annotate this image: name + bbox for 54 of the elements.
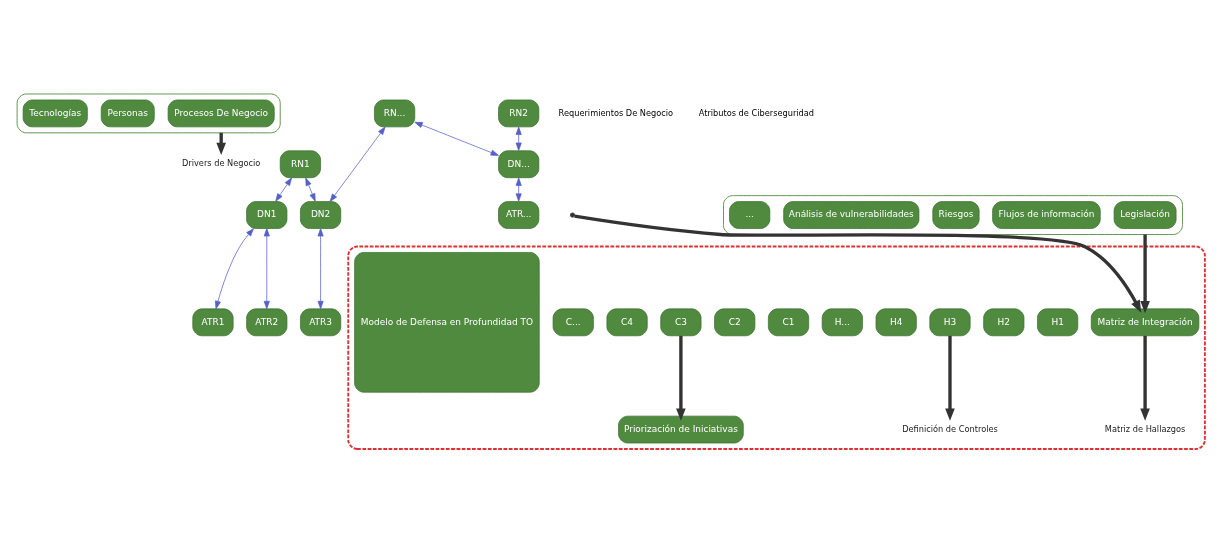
cluster (347, 245, 1206, 450)
node-box: H3 (929, 308, 971, 336)
node-box: Modelo de Defensa en Profundidad TO (354, 251, 540, 393)
node-box: ATR2 (246, 308, 288, 336)
node-box: Análisis de vulnerabilidades (783, 200, 920, 229)
node-box: C2 (714, 308, 756, 336)
node-box: RN2 (498, 99, 540, 127)
arrow (1131, 234, 1150, 313)
arrow (215, 227, 254, 309)
node-box: C1 (767, 308, 810, 336)
cluster (16, 93, 281, 133)
node-box: C3 (660, 308, 702, 336)
arrow (515, 126, 522, 151)
arrow (275, 177, 292, 202)
node-box: ATR1 (192, 308, 234, 336)
node-box: Flujos de información (992, 200, 1101, 229)
node-box: DN... (498, 149, 540, 178)
node-text: Matriz de Hallazgos (1104, 423, 1186, 434)
arrow (414, 121, 499, 156)
node-box: C4 (606, 308, 648, 336)
node-box: Matriz de Integración (1090, 308, 1200, 336)
node-box: H1 (1037, 308, 1079, 336)
node-box: Riesgos (932, 200, 980, 229)
arrow (515, 177, 522, 202)
node-box: C... (552, 308, 594, 336)
arrow (216, 132, 226, 155)
label: Atributos de Ciberseguridad (698, 107, 815, 117)
node-box: Priorización de Iniciativas (618, 415, 744, 443)
node-box: Procesos De Negocio (167, 99, 275, 127)
arrow (329, 126, 386, 202)
node-box: ATR3 (300, 308, 342, 336)
node-text: Definición de Controles (902, 423, 998, 434)
arrow (676, 335, 686, 421)
node-box: RN1 (279, 149, 321, 178)
arrow (263, 227, 270, 309)
node-box: H2 (983, 308, 1025, 336)
node-box: Legislación (1113, 200, 1177, 229)
cluster (723, 194, 1183, 235)
node-box: Personas (100, 99, 155, 127)
node-box: DN1 (246, 200, 288, 229)
label: Requerimientos De Negocio (558, 107, 674, 117)
node-box: Tecnologías (22, 99, 88, 127)
arrow (945, 335, 955, 421)
arrow (1140, 335, 1150, 421)
node-text: Drivers de Negocio (182, 157, 261, 168)
node-box: RN... (374, 99, 416, 127)
arrow (317, 227, 324, 309)
node-box: ... (729, 200, 771, 229)
node-box: DN2 (300, 200, 342, 229)
node-box: ATR... (498, 200, 540, 229)
node-box: H4 (875, 308, 917, 336)
arrow (305, 177, 316, 202)
arrow (574, 214, 1142, 313)
node-box: H... (821, 308, 863, 336)
